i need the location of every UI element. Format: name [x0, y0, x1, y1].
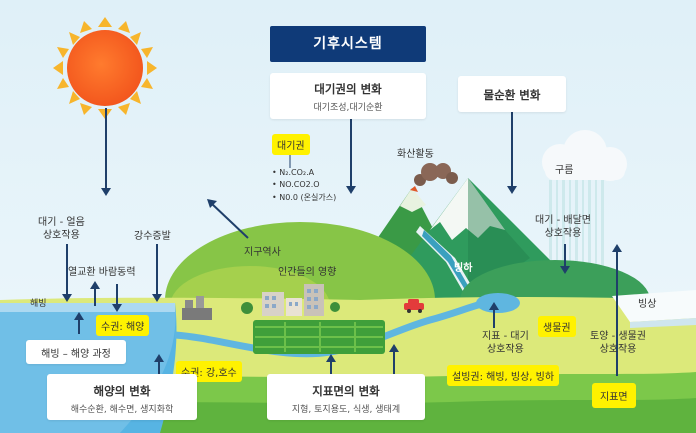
cloud-label: 구름	[555, 164, 573, 177]
gas-text-3: N0.0 (온실가스)	[279, 193, 336, 202]
glacier-label: 빙하	[454, 262, 472, 275]
earth-radiation-label: 지구역사	[244, 246, 281, 259]
surface-change-box: 지표면의 변화 지형, 토지용도, 식생, 생태계	[267, 374, 425, 420]
diagram-title: 기후시스템	[270, 26, 426, 62]
surface-change-sub: 지형, 토지용도, 식생, 생태계	[267, 402, 425, 415]
gas-item-3: • N0.0 (온실가스)	[272, 192, 336, 203]
air-ice-interaction-label: 대기 - 얼음 상호작용	[38, 216, 85, 242]
atmosphere-change-sub: 대기조성,대기순환	[270, 100, 426, 113]
seaice-ocean-process-box: 해빙 – 해양 과정	[26, 340, 126, 364]
atmosphere-change-title: 대기권의 변화	[270, 81, 426, 97]
cryosphere-badge: 설빙권: 해빙, 빙상, 빙하	[447, 365, 559, 386]
precip-evap-label: 강수증발	[134, 230, 171, 243]
ocean-change-box: 해양의 변화 해수순환, 해수면, 생지화학	[47, 374, 197, 420]
air-biomass-interaction-label: 대기 - 배달면 상호작용	[535, 214, 591, 240]
gas-text-2: NO.CO2.O	[279, 180, 319, 189]
sea-ice-label: 해빙	[30, 298, 47, 311]
ocean-change-title: 해양의 변화	[47, 383, 197, 399]
gas-item-1: • N₂.CO₂.A	[272, 168, 314, 177]
ice-sheet-label: 빙상	[638, 298, 656, 311]
water-cycle-change-title: 물순환 변화	[458, 87, 566, 103]
atmosphere-change-box: 대기권의 변화 대기조성,대기순환	[270, 73, 426, 119]
surface-change-title: 지표면의 변화	[267, 383, 425, 399]
human-impact-label: 인간들의 영향	[278, 266, 336, 279]
volcano-label: 화산활동	[397, 148, 434, 161]
biosphere-badge: 생물권	[538, 316, 576, 337]
gas-item-2: • NO.CO2.O	[272, 180, 320, 189]
land-surface-badge: 지표면	[592, 383, 636, 408]
heat-wind-label: 열교환 바람동력	[68, 266, 136, 279]
soil-bio-interaction-label: 토양 - 생물권 상호작용	[590, 330, 646, 356]
gas-text-1: N₂.CO₂.A	[279, 168, 314, 177]
atmosphere-badge: 대기권	[272, 134, 310, 155]
water-cycle-change-box: 물순환 변화	[458, 76, 566, 112]
seaice-ocean-process-label: 해빙 – 해양 과정	[26, 345, 126, 360]
ocean-change-sub: 해수순환, 해수면, 생지화학	[47, 402, 197, 415]
land-air-interaction-label: 지표 - 대기 상호작용	[482, 330, 529, 356]
farmland	[253, 320, 385, 354]
hydrosphere-ocean-badge: 수권: 해양	[96, 315, 149, 336]
